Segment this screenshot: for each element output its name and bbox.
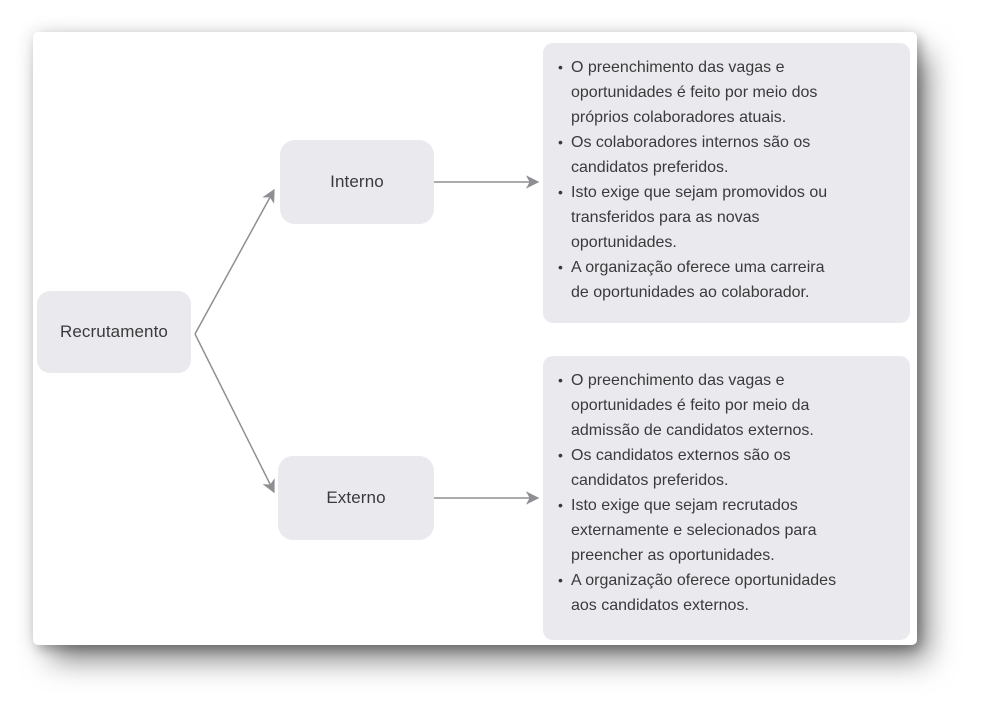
bullet-item: A organização oferece oportunidades aos …: [558, 568, 904, 618]
bullet-list-externo: O preenchimento das vagas e oportunidade…: [543, 356, 910, 618]
bullet-text: Isto exige que sejam recrutados externam…: [571, 497, 817, 564]
slide-page: Recrutamento Interno Externo O preenchim…: [33, 32, 917, 645]
bullet-text: A organização oferece uma carreira de op…: [571, 259, 825, 301]
description-panel-interno: O preenchimento das vagas e oportunidade…: [543, 43, 910, 323]
arrow-root-to-externo: [194, 333, 275, 494]
bullet-list-interno: O preenchimento das vagas e oportunidade…: [543, 43, 910, 305]
bullet-item: Isto exige que sejam promovidos ou trans…: [558, 180, 904, 255]
bullet-text: O preenchimento das vagas e oportunidade…: [571, 372, 814, 439]
node-interno-label: Interno: [330, 172, 384, 191]
bullet-item: Os colaboradores internos são os candida…: [558, 130, 904, 180]
bullet-item: A organização oferece uma carreira de op…: [558, 255, 904, 305]
description-panel-externo: O preenchimento das vagas e oportunidade…: [543, 356, 910, 640]
node-externo: Externo: [278, 456, 434, 540]
bullet-item: Os candidatos externos são os candidatos…: [558, 443, 904, 493]
bullet-item: O preenchimento das vagas e oportunidade…: [558, 55, 904, 130]
bullet-item: Isto exige que sejam recrutados externam…: [558, 493, 904, 568]
bullet-text: Os colaboradores internos são os candida…: [571, 134, 811, 176]
bullet-item: O preenchimento das vagas e oportunidade…: [558, 368, 904, 443]
bullet-text: Isto exige que sejam promovidos ou trans…: [571, 184, 828, 251]
node-externo-label: Externo: [326, 488, 386, 507]
bullet-text: O preenchimento das vagas e oportunidade…: [571, 59, 818, 126]
arrow-root-to-interno: [194, 188, 275, 335]
node-interno: Interno: [280, 140, 434, 224]
node-recrutamento-label: Recrutamento: [60, 322, 168, 341]
bullet-text: Os candidatos externos são os candidatos…: [571, 447, 791, 489]
node-recrutamento: Recrutamento: [37, 291, 191, 373]
bullet-text: A organização oferece oportunidades aos …: [571, 572, 837, 614]
